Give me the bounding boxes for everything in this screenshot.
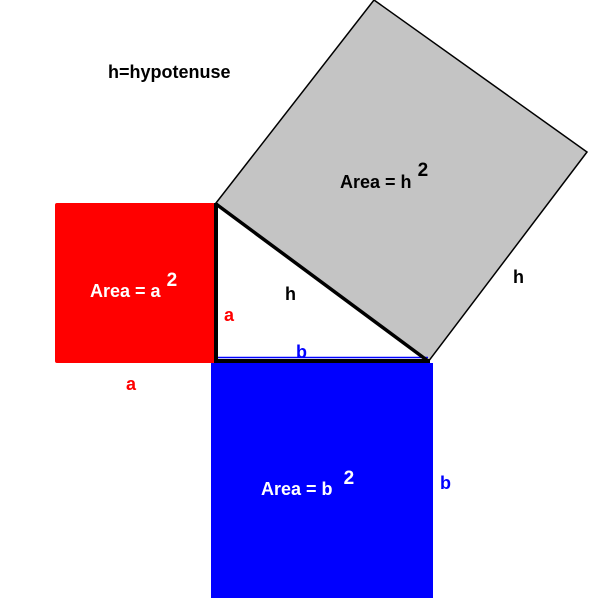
area-a-exponent: 2 [167, 270, 178, 291]
title-label: h=hypotenuse [108, 62, 231, 82]
side-a-label-bottom: a [126, 374, 137, 394]
side-h-label: h [513, 267, 524, 287]
area-h-exponent: 2 [418, 160, 429, 181]
area-b-label: Area = b 2 [261, 468, 354, 499]
leg-b-label: b [296, 342, 307, 362]
area-b-exponent: 2 [344, 468, 355, 489]
hypotenuse-label: h [285, 284, 296, 304]
area-h-text: Area = h [340, 172, 412, 192]
leg-a-label: a [224, 305, 235, 325]
area-h-label: Area = h 2 [340, 160, 428, 192]
hypotenuse-edge [214, 202, 430, 363]
square-b [211, 363, 433, 598]
side-b-label: b [440, 473, 451, 493]
area-a-text: Area = a [90, 281, 162, 301]
area-b-text: Area = b [261, 479, 333, 499]
area-a-label: Area = a 2 [90, 270, 177, 301]
square-a [55, 203, 215, 363]
